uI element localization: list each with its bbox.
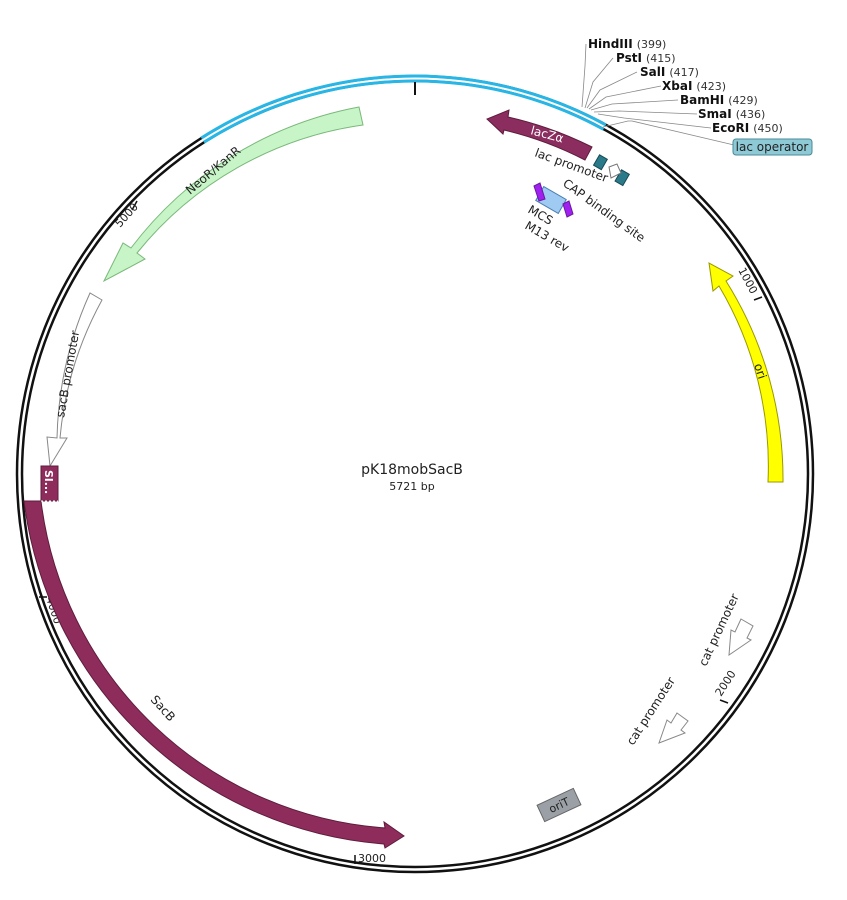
plasmid-length: 5721 bp (389, 480, 434, 493)
m13-rev-left-marker[interactable] (533, 182, 546, 202)
svg-text:SalI(417): SalI(417) (640, 65, 699, 79)
lac-operator-label: lac operator (736, 140, 809, 154)
restriction-site-psti[interactable]: PstI(415) (616, 51, 676, 65)
sacb-arrow[interactable] (23, 500, 405, 849)
plasmid-name: pK18mobSacB (361, 462, 463, 478)
svg-text:PstI(415): PstI(415) (616, 51, 676, 65)
restriction-site-ecori[interactable]: EcoRI(450) (712, 121, 783, 135)
svg-text:HindIII(399): HindIII(399) (588, 37, 666, 51)
restriction-site-hindiii[interactable]: HindIII(399) (588, 37, 666, 51)
lac-promoter-small-arrow[interactable] (608, 163, 622, 179)
tick-2000: 2000 (713, 668, 739, 704)
svg-text:BamHI(429): BamHI(429) (680, 93, 758, 107)
tick-3000: 3000 (354, 852, 386, 865)
orit-feature[interactable]: oriT (536, 787, 582, 823)
restriction-leaders (581, 43, 735, 146)
tick-label-5000: 5000 (113, 201, 141, 231)
cat-promoter-1-label: cat promoter (696, 591, 742, 668)
cap-site-label: CAP binding site (560, 176, 647, 245)
tick-label-2000: 2000 (713, 668, 739, 699)
neor-kanr-arrow[interactable] (102, 106, 364, 283)
tick-5000: 5000 (113, 201, 141, 231)
tick-label-3000: 3000 (358, 852, 386, 865)
highlighted-region-inner (203, 79, 605, 144)
svg-text:XbaI(423): XbaI(423) (662, 79, 726, 93)
svg-text:EcoRI(450): EcoRI(450) (712, 121, 783, 135)
cat-promoter-1[interactable] (728, 618, 754, 657)
highlighted-region-outer (200, 74, 607, 140)
sacb-promoter-label: sacB promoter (53, 329, 82, 418)
ori-arrow[interactable] (708, 262, 784, 483)
lacza-arrow[interactable] (486, 109, 593, 161)
restriction-site-xbai[interactable]: XbaI(423) (662, 79, 726, 93)
sacb-small-label: Sl... (42, 470, 55, 494)
restriction-site-smai[interactable]: SmaI(436) (698, 107, 765, 121)
m13-rev-right-marker[interactable] (562, 200, 574, 218)
sacb-promoter-arrow[interactable] (46, 292, 103, 468)
sacb-label: SacB (148, 693, 178, 725)
svg-text:SmaI(436): SmaI(436) (698, 107, 765, 121)
lac-promoter-marker[interactable] (592, 154, 609, 171)
cat-promoter-2[interactable] (658, 712, 689, 744)
restriction-site-sali[interactable]: SalI(417) (640, 65, 699, 79)
ori-label: ori (751, 362, 769, 381)
cap-site-marker[interactable] (614, 169, 631, 187)
restriction-site-bamhi[interactable]: BamHI(429) (680, 93, 758, 107)
lac-operator-badge[interactable]: lac operator (732, 138, 813, 156)
